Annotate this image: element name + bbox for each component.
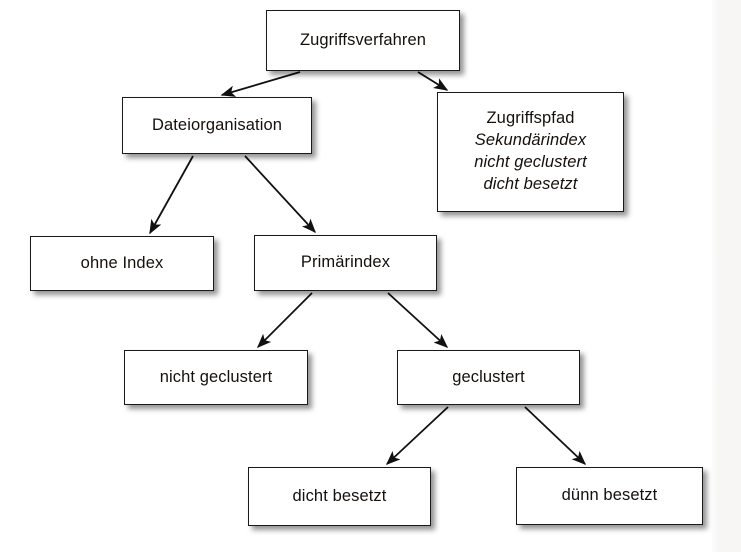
node-label-line: Primärindex: [300, 253, 391, 272]
node-primaerindex: Primärindex: [254, 235, 437, 291]
node-label-line: dünn besetzt: [561, 486, 658, 505]
node-label: dünn besetzt: [517, 485, 702, 507]
edge-geclustert-to-duenn-besetzt: [524, 406, 587, 465]
page-right-edge-fade: [702, 0, 718, 552]
node-label: Dateiorganisation: [123, 115, 311, 137]
node-ohne-index: ohne Index: [30, 236, 214, 291]
node-label-line: Sekundärindex: [474, 131, 587, 150]
node-label: Zugriffsverfahren: [267, 30, 459, 52]
node-label: dicht besetzt: [249, 486, 430, 508]
node-label-line: Zugriffspfad: [486, 109, 575, 128]
edge-dateiorganisation-to-ohne-index: [149, 155, 194, 235]
node-label-line: nicht geclustert: [474, 153, 587, 171]
node-label-line: dicht besetzt: [292, 486, 387, 505]
edge-primaerindex-to-nicht-geclustert: [256, 292, 313, 349]
edge-zugriffsverfahren-to-dateiorganisation: [220, 71, 301, 97]
edge-dateiorganisation-to-primaerindex: [244, 155, 316, 234]
node-label: nicht geclustert: [125, 367, 307, 389]
node-label: geclustert: [398, 367, 579, 389]
node-label: ohne Index: [31, 253, 213, 275]
edge-geclustert-to-dicht-besetzt: [385, 406, 449, 465]
edges: [149, 71, 587, 465]
node-label-line: nicht geclustert: [159, 367, 273, 386]
node-label-line: Zugriffsverfahren: [299, 30, 427, 49]
node-nicht-geclustert: nicht geclustert: [124, 350, 308, 405]
node-duenn-besetzt: dünn besetzt: [516, 467, 703, 525]
node-label-line: dicht besetzt: [483, 174, 578, 193]
node-geclustert: geclustert: [397, 350, 580, 405]
edge-primaerindex-to-geclustert: [387, 292, 449, 348]
node-dicht-besetzt: dicht besetzt: [248, 467, 431, 526]
node-label: Primärindex: [255, 252, 436, 274]
node-dateiorganisation: Dateiorganisation: [122, 97, 312, 154]
node-label-line: Dateiorganisation: [151, 115, 283, 134]
node-zugriffsverfahren: Zugriffsverfahren: [266, 10, 460, 71]
edge-zugriffsverfahren-to-zugriffspfad: [417, 71, 449, 91]
node-label-line: ohne Index: [80, 253, 164, 272]
node-label-line: geclustert: [452, 367, 525, 386]
